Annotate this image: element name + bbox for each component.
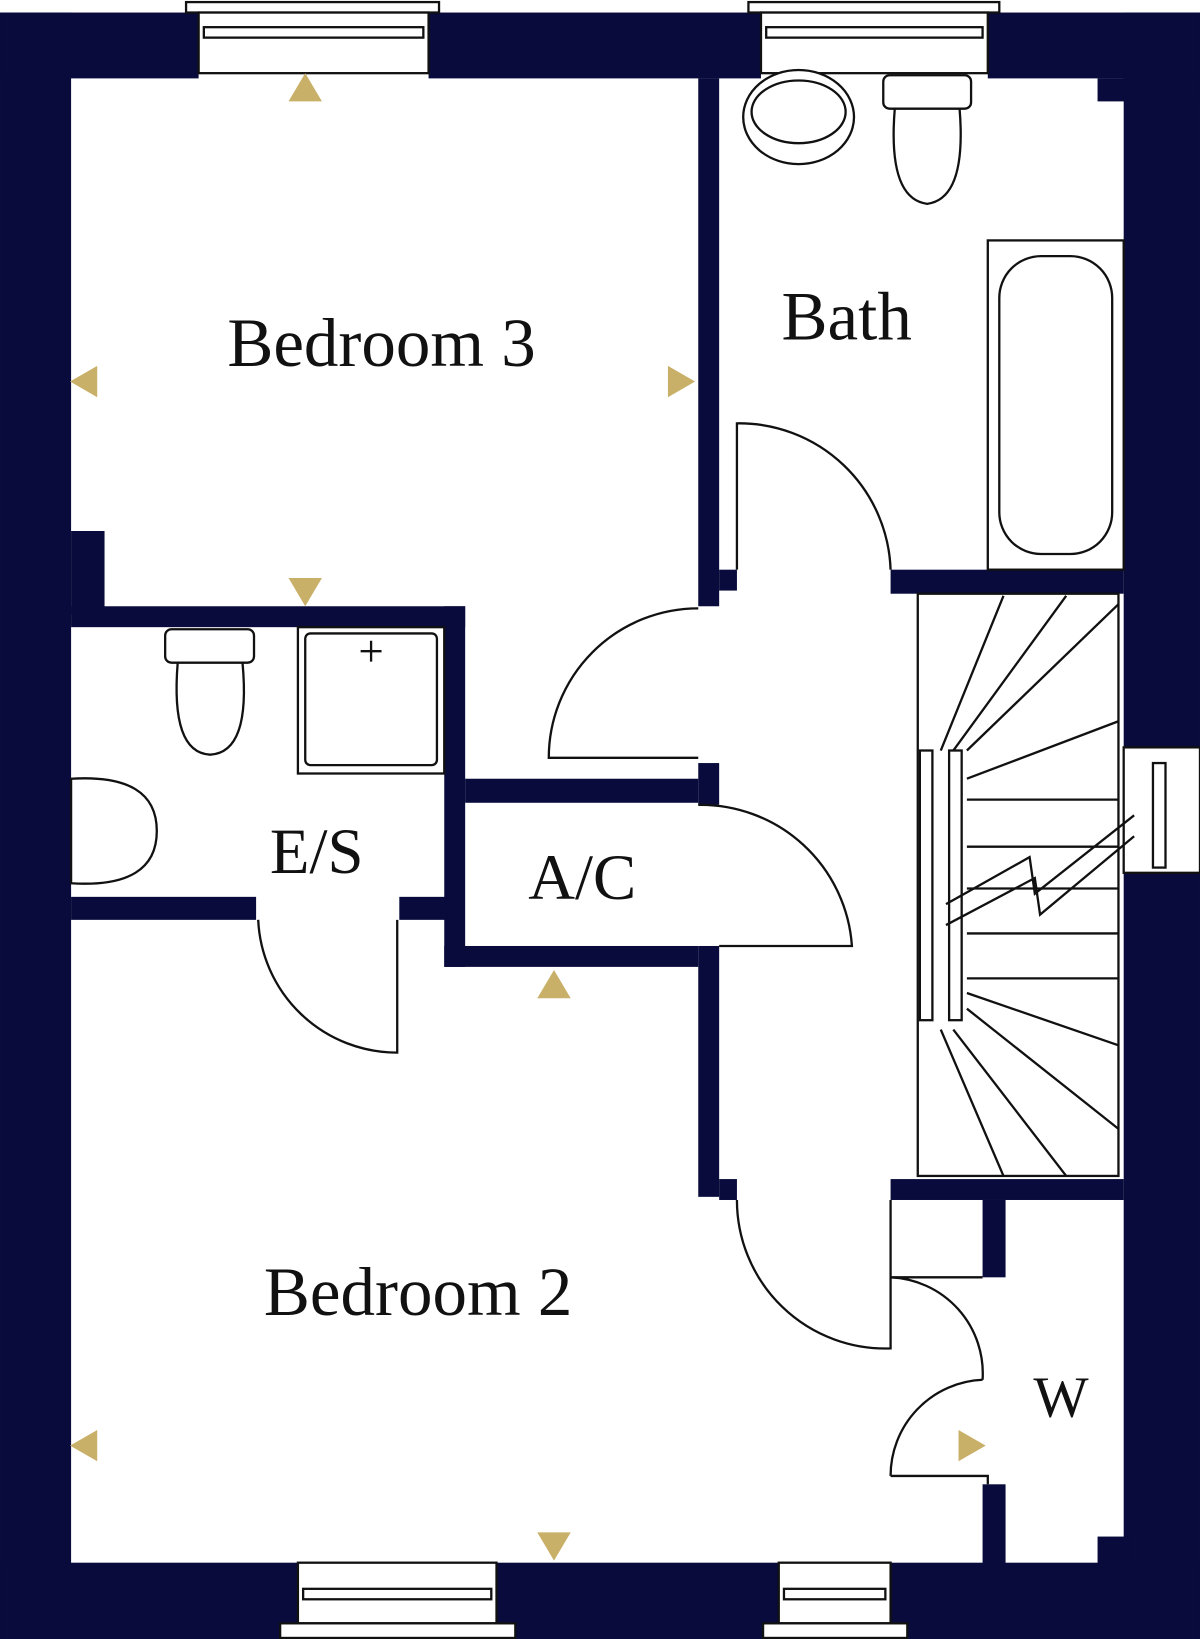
- doors: [257, 422, 989, 1485]
- basin-icon: [742, 68, 856, 166]
- marker-up-icon: [288, 73, 322, 102]
- room-label-bedroom-3: Bedroom 3: [227, 305, 535, 381]
- room-labels: Bedroom 3 Bath E/S A/C Bedroom 2 W: [227, 279, 1089, 1430]
- room-label-wardrobe: W: [1033, 1364, 1089, 1429]
- room-label-airing-cupboard: A/C: [528, 842, 636, 914]
- staircase: [916, 592, 1135, 1178]
- room-label-ensuite: E/S: [270, 816, 364, 888]
- bath-tub-icon: [986, 239, 1125, 571]
- marker-left-icon: [70, 365, 98, 398]
- toilet-icon: [164, 628, 256, 664]
- marker-down-icon: [537, 1532, 571, 1561]
- sanitaryware: [69, 68, 1125, 885]
- room-label-bath: Bath: [782, 279, 912, 355]
- walls: [0, 12, 1200, 1639]
- marker-left-icon: [70, 1429, 98, 1462]
- marker-up-icon: [537, 970, 571, 999]
- windows: [184, 0, 1200, 1639]
- marker-down-icon: [288, 578, 322, 607]
- room-label-bedroom-2: Bedroom 2: [264, 1254, 572, 1330]
- basin-icon: [69, 777, 158, 885]
- dimension-markers: [70, 73, 986, 1561]
- marker-right-icon: [958, 1429, 986, 1462]
- marker-right-icon: [667, 365, 696, 398]
- toilet-icon: [882, 74, 973, 110]
